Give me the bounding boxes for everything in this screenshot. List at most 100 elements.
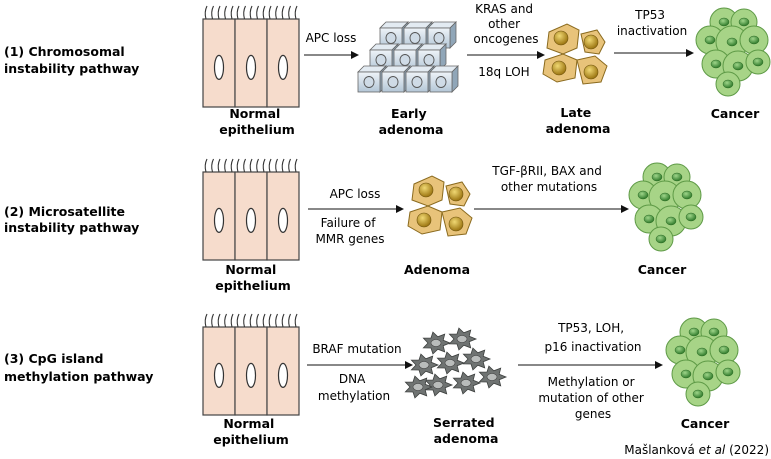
cancer-nucleus: [704, 35, 716, 45]
cancer-image-3: [665, 317, 741, 407]
cancer-nucleus: [748, 35, 760, 45]
stage-label-line: Cancer: [638, 262, 687, 277]
microvillus: [281, 313, 285, 328]
pathway-1-title: (1) Chromosomal instability pathway: [4, 44, 139, 76]
cube-nucleus: [375, 54, 387, 66]
cancer-nucleus: [696, 347, 708, 357]
cell-nucleus: [277, 207, 289, 234]
step-label-line: TP53, LOH,: [557, 321, 624, 335]
cancer-nucleus: [738, 17, 750, 27]
microvillus: [249, 5, 253, 20]
cancer-nucleus: [643, 214, 655, 224]
step-label-line: other: [488, 17, 520, 31]
microvillus: [275, 158, 278, 173]
microvillus: [262, 5, 266, 20]
cube-nucleus: [385, 32, 397, 44]
cancer-nucleus: [710, 59, 722, 69]
cell-nucleus: [213, 207, 225, 234]
adenoma-nucleus: [448, 216, 464, 232]
cancer-nucleus: [726, 37, 738, 47]
microvillus: [230, 5, 234, 20]
microvillus: [224, 158, 227, 173]
microvillus: [262, 313, 266, 328]
step-tp53-3: TP53, LOH, p16 inactivation: [544, 321, 641, 354]
step-label-line: BRAF mutation: [312, 342, 401, 356]
cancer-nucleus: [637, 190, 649, 200]
early-adenoma-image: [357, 21, 459, 93]
microvillus: [211, 313, 214, 328]
microvillus: [230, 158, 234, 173]
cancer-nucleus: [665, 216, 677, 226]
step-label-line: inactivation: [617, 24, 687, 38]
pathway-1: (1) Chromosomal instability pathway Norm…: [4, 2, 771, 137]
microvillus: [294, 313, 298, 328]
microvillus: [243, 5, 246, 20]
step-label-line: methylation: [318, 389, 390, 403]
stage-label-line: Adenoma: [404, 262, 470, 277]
serrated-nucleus: [486, 373, 498, 381]
step-braf: BRAF mutation: [312, 342, 401, 356]
stage-label-line: Normal: [225, 262, 276, 277]
cube-nucleus: [435, 76, 447, 88]
adenoma-nucleus: [583, 64, 599, 80]
pathway-1-stage-early-adenoma: Early adenoma: [379, 106, 444, 137]
microvillus: [243, 158, 246, 173]
microvillus: [211, 5, 214, 20]
microvillus: [211, 158, 214, 173]
citation: Mašlanková et al (2022): [624, 443, 769, 457]
step-label-line: DNA: [339, 372, 366, 386]
citation-etal: et al: [699, 443, 726, 457]
pathway-3-stage-normal: Normal epithelium: [213, 416, 289, 447]
microvillus: [204, 158, 208, 173]
microvillus: [268, 158, 272, 173]
microvillus: [288, 158, 291, 173]
pathway-1-stage-normal: Normal epithelium: [219, 106, 295, 137]
cube-nucleus: [363, 76, 375, 88]
step-methylation-other: Methylation or mutation of other genes: [538, 375, 647, 421]
step-label-line: Methylation or: [548, 375, 635, 389]
stage-label-line: adenoma: [546, 121, 611, 136]
normal-epithelium-image-3: [202, 313, 300, 416]
microvillus: [230, 313, 234, 328]
cancer-nucleus: [718, 17, 730, 27]
normal-epithelium-image-1: [202, 5, 300, 108]
microvillus: [217, 313, 221, 328]
cancer-nucleus: [651, 172, 663, 182]
cancer-nucleus: [655, 234, 667, 244]
stage-label-line: Serrated: [433, 415, 495, 430]
step-label-line: mutation of other: [538, 391, 644, 405]
pathway-1-stage-late-adenoma: Late adenoma: [546, 105, 611, 136]
cube-nucleus: [423, 54, 435, 66]
step-kras: KRAS and other oncogenes: [473, 2, 538, 46]
serrated-nucleus: [430, 339, 442, 347]
stage-label-line: Early: [391, 106, 427, 121]
serrated-nucleus: [456, 335, 468, 343]
cancer-image-2: [628, 162, 704, 252]
cube-nucleus: [387, 76, 399, 88]
microvillus: [294, 5, 298, 20]
cell-nucleus: [213, 54, 225, 81]
step-tgf: TGF-βRII, BAX and other mutations: [491, 164, 605, 194]
adenoma-nucleus: [416, 212, 432, 228]
cancer-nucleus: [688, 327, 700, 337]
step-label-line: TP53: [634, 8, 665, 22]
citation-year: (2022): [729, 443, 769, 457]
stage-label-line: Normal: [229, 106, 280, 121]
microvillus: [217, 158, 221, 173]
step-label-line: APC loss: [306, 31, 357, 45]
pathway-3-stage-cancer: Cancer: [681, 416, 730, 431]
microvillus: [236, 5, 240, 20]
microvillus: [281, 158, 285, 173]
cancer-nucleus: [752, 57, 764, 67]
step-label-line: 18q LOH: [478, 65, 529, 79]
microvillus: [256, 5, 259, 20]
cube-nucleus: [411, 76, 423, 88]
serrated-nucleus: [470, 355, 482, 363]
cancer-image-1: [695, 7, 771, 97]
step-mmr-failure: Failure of MMR genes: [315, 216, 384, 246]
serrated-nucleus: [432, 381, 444, 389]
microvillus: [268, 313, 272, 328]
step-label-line: KRAS and: [475, 2, 533, 16]
cancer-nucleus: [718, 345, 730, 355]
